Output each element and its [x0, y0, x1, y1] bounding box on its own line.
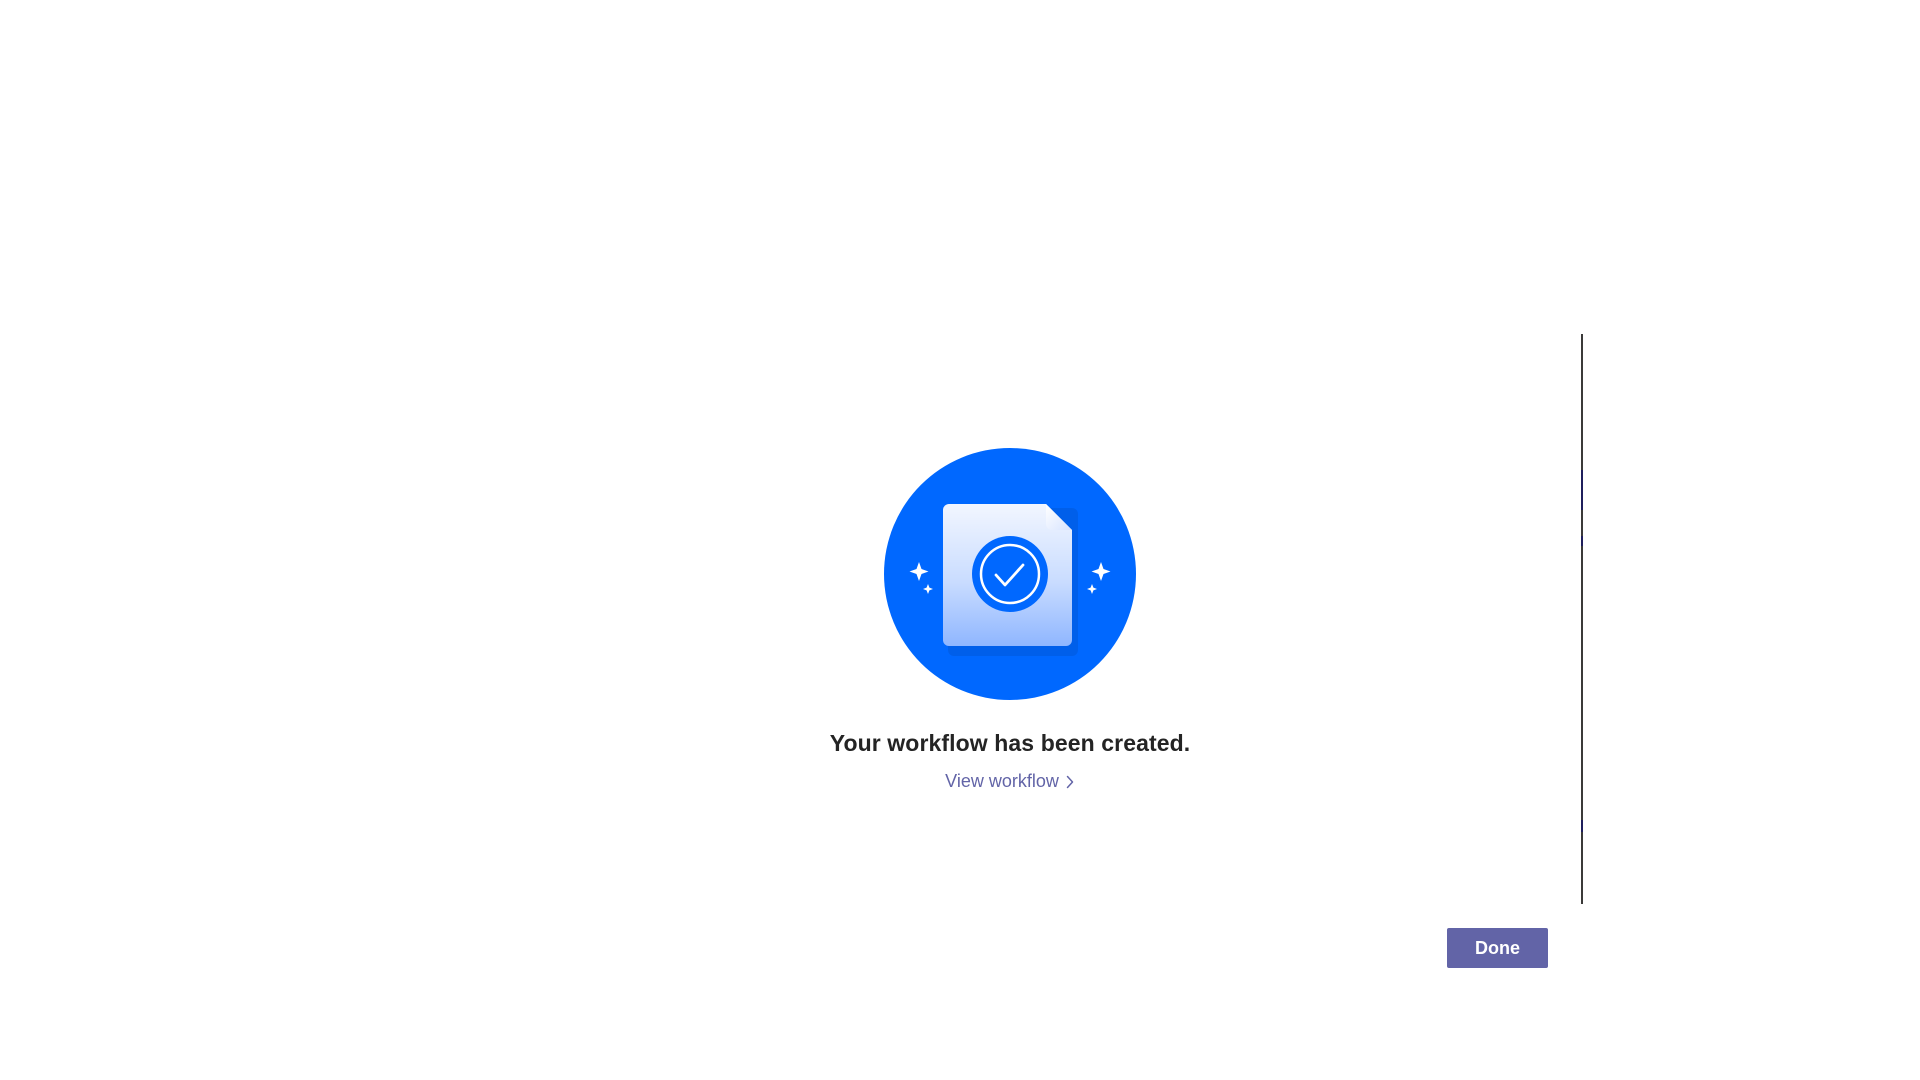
panel-divider	[1581, 334, 1583, 904]
success-content: Your workflow has been created. View wor…	[830, 448, 1190, 792]
sparkle-icon	[923, 584, 933, 594]
sparkle-icon	[1091, 562, 1111, 581]
panel-divider-accent	[1581, 820, 1583, 832]
view-workflow-label: View workflow	[945, 771, 1059, 791]
chevron-right-icon	[1066, 775, 1074, 788]
sparkle-icon	[909, 562, 929, 581]
panel-divider-accent	[1581, 536, 1583, 546]
done-button[interactable]: Done	[1447, 928, 1548, 968]
success-message: Your workflow has been created.	[829, 730, 1191, 756]
view-workflow-link[interactable]: View workflow	[945, 771, 1075, 792]
check-circle	[972, 536, 1048, 612]
document-check-icon	[884, 448, 1136, 700]
document-fold	[1046, 504, 1072, 530]
panel-divider-accent	[1581, 470, 1583, 510]
sparkle-icon	[1087, 584, 1097, 594]
checkmark	[994, 563, 1025, 587]
